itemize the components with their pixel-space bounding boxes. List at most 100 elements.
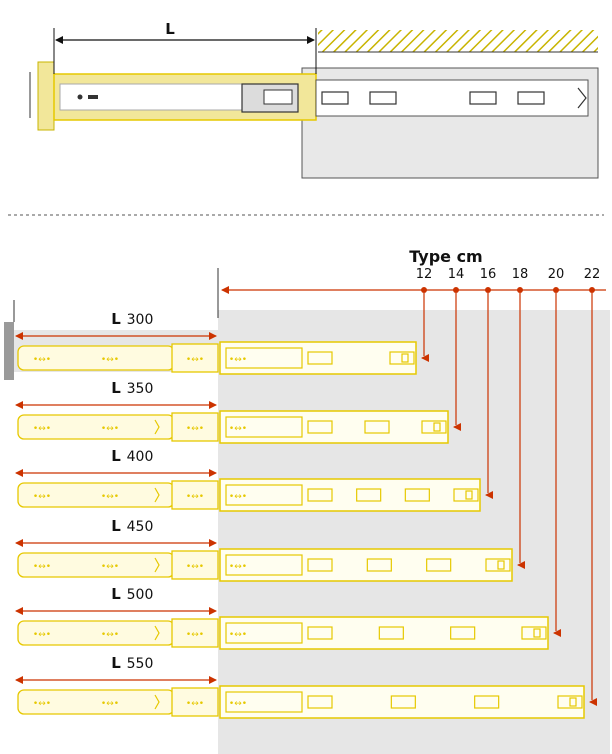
- drawer-panel: [4, 322, 14, 380]
- cabinet-hole-icon: •↔•: [229, 355, 247, 365]
- cabinet-top-hatch: [318, 30, 598, 52]
- cabinet-slot: [366, 558, 392, 572]
- rail-400: L 400 •↔• •↔• •↔• •↔•: [15, 293, 493, 512]
- cabinet-member-window: [225, 554, 303, 576]
- cabinet-slot: [307, 626, 333, 640]
- type-header-16: 16: [480, 267, 497, 282]
- rail-length-value: 500: [127, 587, 154, 603]
- rail-length-value: 400: [127, 449, 154, 465]
- cabinet-hole-icon: •↔•: [229, 492, 247, 502]
- bearing-block: [171, 550, 219, 580]
- cabinet-member: [219, 685, 585, 719]
- bearing-hole-icon: •↔•: [186, 492, 204, 502]
- cabinet-slot: [389, 351, 415, 365]
- rail-hole-icon: •↔•: [101, 492, 119, 502]
- cabinet-member-window: [225, 622, 303, 644]
- bearing-block: [171, 480, 219, 510]
- top-rail-end-clip: [577, 87, 587, 109]
- cabinet-member: [219, 410, 449, 444]
- rail-hole-icon: •↔•: [33, 562, 51, 572]
- type-header-18: 18: [512, 267, 529, 282]
- bearing-block: [171, 687, 219, 717]
- rail-450: L 450 •↔• •↔• •↔• •↔•: [15, 293, 525, 582]
- bearing-hole-icon: •↔•: [186, 699, 204, 709]
- rail-length-prefix: L: [111, 447, 121, 465]
- rail-break-icon: [154, 419, 160, 435]
- cabinet-member: [219, 548, 513, 582]
- top-diagram: L: [29, 20, 599, 179]
- rail-hole-icon: •↔•: [101, 699, 119, 709]
- cabinet-slot: [307, 695, 333, 709]
- cabinet-member: [219, 616, 549, 650]
- drawer-front: [37, 61, 55, 131]
- cabinet-slot: [421, 420, 447, 434]
- cabinet-member-window: [225, 484, 303, 506]
- rail-hole-icon: •↔•: [101, 630, 119, 640]
- top-bearing-inner: [263, 89, 293, 105]
- rail-length-prefix: L: [111, 310, 121, 328]
- rail-length-prefix: L: [111, 654, 121, 672]
- rail-end-clip: [433, 422, 441, 432]
- rail-500: L 500 •↔• •↔• •↔• •↔•: [15, 293, 561, 650]
- bearing-hole-icon: •↔•: [186, 424, 204, 434]
- cabinet-hole-icon: •↔•: [229, 424, 247, 434]
- bearing-block: [171, 343, 219, 373]
- bearing-hole-icon: •↔•: [186, 355, 204, 365]
- cabinet-slot: [307, 488, 333, 502]
- rail-length-value: 450: [127, 519, 154, 535]
- rail-length-value: 300: [127, 312, 154, 328]
- rail-550: L 550 •↔• •↔• •↔• •↔•: [15, 293, 597, 719]
- rail-length-value: 550: [127, 656, 154, 672]
- rails: L 300 •↔• •↔• •↔• •↔• L 350 •↔• •↔• •↔• •↔• L 400 •↔• •…: [15, 293, 597, 719]
- rail-hole-icon: •↔•: [33, 492, 51, 502]
- cabinet-member-window: [225, 416, 303, 438]
- rail-end-clip: [465, 490, 473, 500]
- cabinet-hole-icon: •↔•: [229, 562, 247, 572]
- top-cabinet-rail: [315, 79, 589, 117]
- bearing-block: [171, 618, 219, 648]
- bearing-block: [171, 412, 219, 442]
- cabinet-member-window: [225, 347, 303, 369]
- type-header-12: 12: [416, 267, 433, 282]
- rail-hole-icon: •↔•: [101, 355, 119, 365]
- rail-length-prefix: L: [111, 379, 121, 397]
- cabinet-slot: [378, 626, 404, 640]
- top-length-label: L: [165, 20, 175, 38]
- rail-hole-icon: •↔•: [33, 355, 51, 365]
- cabinet-hole-icon: •↔•: [229, 699, 247, 709]
- rail-300: L 300 •↔• •↔• •↔• •↔•: [15, 293, 429, 375]
- top-rail-inner: [59, 83, 243, 111]
- cabinet-slot: [356, 488, 382, 502]
- cabinet-slot: [404, 488, 430, 502]
- top-rail-hole: [77, 94, 83, 100]
- cabinet-slot: [307, 420, 333, 434]
- top-rail-slot: [88, 95, 98, 99]
- cabinet-slot: [474, 695, 500, 709]
- cabinet-member: [219, 478, 481, 512]
- rail-hole-icon: •↔•: [101, 562, 119, 572]
- rail-hole-icon: •↔•: [33, 699, 51, 709]
- cabinet-slot: [390, 695, 416, 709]
- cabinet-hole-icon: •↔•: [229, 630, 247, 640]
- cabinet-area: [218, 310, 610, 754]
- rail-hole-icon: •↔•: [33, 630, 51, 640]
- rail-break-icon: [154, 487, 160, 503]
- rail-break-icon: [154, 694, 160, 710]
- rail-350: L 350 •↔• •↔• •↔• •↔•: [15, 293, 461, 444]
- cabinet-slot: [453, 488, 479, 502]
- rail-length-value: 350: [127, 381, 154, 397]
- rail-end-clip: [497, 560, 505, 570]
- rail-break-icon: [154, 557, 160, 573]
- rail-end-clip: [401, 353, 409, 363]
- type-header-22: 22: [584, 267, 601, 282]
- cabinet-slot: [557, 695, 583, 709]
- type-label: Type cm: [409, 247, 482, 266]
- cabinet-slot: [307, 558, 333, 572]
- type-header-14: 14: [448, 267, 465, 282]
- cabinet-member-window: [225, 691, 303, 713]
- rail-length-prefix: L: [111, 585, 121, 603]
